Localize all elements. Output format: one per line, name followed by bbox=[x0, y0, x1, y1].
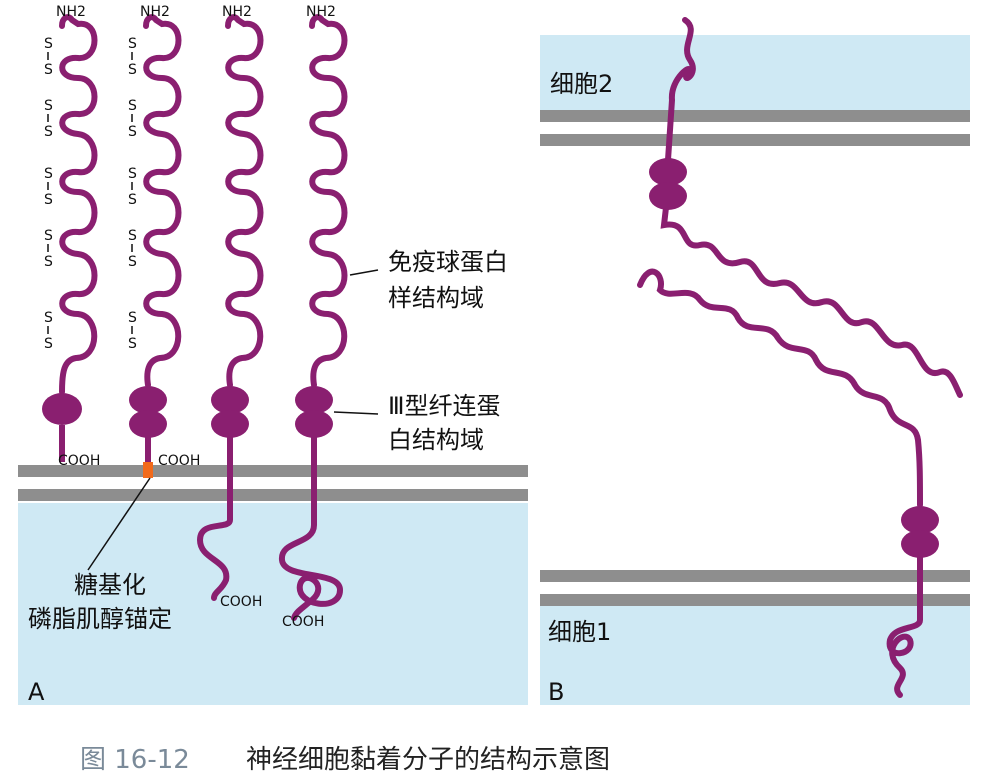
disulfide-s-bottom-0-0: S bbox=[44, 62, 53, 78]
disulfide-s-top-0-2: S bbox=[44, 166, 53, 182]
disulfide-s-bottom-0-1: S bbox=[44, 124, 53, 140]
disulfide-s-top-1-2: S bbox=[128, 166, 137, 182]
ncam-isoform-3 bbox=[196, 14, 264, 601]
cell2-membrane-outer bbox=[540, 110, 970, 122]
ig-callout-line bbox=[349, 269, 379, 276]
disulfide-s-bottom-1-4: S bbox=[128, 336, 137, 352]
cooh-label-3: COOH bbox=[220, 594, 262, 610]
fn3-domain-label-line1: Ⅲ型纤连蛋 bbox=[388, 392, 501, 420]
caption-number: 图 16-12 bbox=[80, 745, 190, 775]
cell2-label: 细胞2 bbox=[550, 70, 613, 98]
fn3-domain-label-line2: 白结构域 bbox=[388, 426, 484, 454]
disulfide-s-bottom-0-3: S bbox=[44, 254, 53, 270]
cell1-membrane-outer bbox=[540, 570, 970, 582]
ig-domain-label-line1: 免疫球蛋白 bbox=[388, 248, 508, 276]
disulfide-s-top-0-1: S bbox=[44, 98, 53, 114]
nh2-label-1: NH2 bbox=[56, 4, 86, 20]
cell2-cytoplasm bbox=[540, 35, 970, 110]
fn3-domain-1 bbox=[42, 393, 82, 425]
disulfide-s-bottom-0-4: S bbox=[44, 336, 53, 352]
ncam-isoform-2 bbox=[129, 14, 182, 478]
cell1-label: 细胞1 bbox=[548, 618, 611, 646]
disulfide-s-bottom-1-2: S bbox=[128, 192, 137, 208]
cell2-fn3-domain-a bbox=[649, 158, 687, 186]
disulfide-s-top-1-3: S bbox=[128, 228, 137, 244]
disulfide-s-bottom-1-3: S bbox=[128, 254, 137, 270]
cell1-fn3-domain-a bbox=[901, 506, 939, 534]
ncam-isoform-1 bbox=[42, 14, 98, 462]
ncam-from-cell1 bbox=[637, 268, 923, 698]
panel-a-cytoplasm bbox=[18, 503, 528, 705]
disulfide-s-top-0-0: S bbox=[44, 36, 53, 52]
panel-a-letter: A bbox=[28, 678, 45, 706]
disulfide-s-bottom-1-1: S bbox=[128, 124, 137, 140]
ig-domain-chain-3 bbox=[225, 14, 264, 388]
fn3-domain-3b bbox=[211, 410, 249, 438]
cell2-fn3-domain-b bbox=[649, 182, 687, 210]
disulfide-s-top-1-1: S bbox=[128, 98, 137, 114]
cooh-label-4: COOH bbox=[282, 614, 324, 630]
panel-a: NH2 NH2 NH2 NH2 COOH COOH COOH COOH SSSS… bbox=[18, 4, 528, 706]
ig-domain-label-line2: 样结构域 bbox=[388, 284, 484, 312]
cell1-membrane-inner bbox=[540, 594, 970, 606]
panel-a-membrane-inner bbox=[18, 489, 528, 501]
figure-caption: 图 16-12 神经细胞黏着分子的结构示意图 bbox=[80, 745, 610, 775]
panel-b-letter: B bbox=[548, 678, 564, 706]
fn3-domain-4b bbox=[295, 410, 333, 438]
ig-domain-chain-1 bbox=[59, 14, 98, 395]
disulfide-s-top-1-0: S bbox=[128, 36, 137, 52]
cell1-fn3-domain-b bbox=[901, 530, 939, 558]
disulfide-s-top-0-3: S bbox=[44, 228, 53, 244]
disulfide-s-top-1-4: S bbox=[128, 310, 137, 326]
tm-and-tail-3 bbox=[196, 434, 233, 601]
ncam-isoform-4 bbox=[279, 14, 348, 621]
ig-domain-chain-2 bbox=[143, 14, 182, 388]
tm-and-tail-4 bbox=[279, 434, 344, 621]
gpi-label-line1: 糖基化 bbox=[74, 571, 146, 599]
fn3-domain-2a bbox=[129, 386, 167, 414]
caption-text: 神经细胞黏着分子的结构示意图 bbox=[246, 745, 610, 775]
disulfide-s-bottom-0-2: S bbox=[44, 192, 53, 208]
nh2-label-4: NH2 bbox=[306, 4, 336, 20]
cooh-label-1: COOH bbox=[58, 453, 100, 469]
cooh-label-2: COOH bbox=[158, 453, 200, 469]
nh2-label-2: NH2 bbox=[140, 4, 170, 20]
gpi-callout-line bbox=[87, 477, 151, 571]
fn3-domain-3a bbox=[211, 386, 249, 414]
gpi-anchor bbox=[143, 462, 153, 478]
gpi-label-line2: 磷脂肌醇锚定 bbox=[28, 605, 172, 633]
nh2-label-3: NH2 bbox=[222, 4, 252, 20]
panel-b: 细胞2 细胞1 B bbox=[540, 17, 970, 706]
ig-domain-chain-4 bbox=[309, 14, 348, 388]
ncam-from-cell2 bbox=[660, 17, 963, 398]
disulfide-s-bottom-1-0: S bbox=[128, 62, 137, 78]
disulfide-s-top-0-4: S bbox=[44, 310, 53, 326]
fn3-domain-4a bbox=[295, 386, 333, 414]
cell2-membrane-inner bbox=[540, 134, 970, 146]
fn3-domain-2b bbox=[129, 410, 167, 438]
fn3-callout-line bbox=[333, 411, 379, 415]
